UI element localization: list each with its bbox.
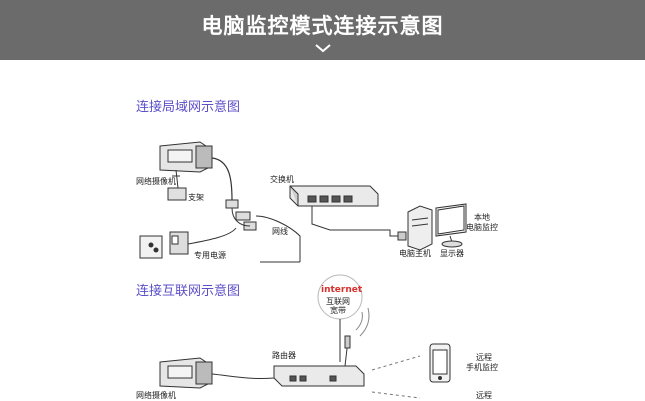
camera-icon-2	[159, 357, 213, 389]
local-label-2: 电脑监控	[466, 223, 498, 232]
remote-label-2: 手机监控	[466, 363, 498, 372]
power-outlet-icon	[139, 235, 163, 259]
wifi-signal-icon	[355, 307, 370, 337]
chevron-down-icon	[315, 44, 331, 53]
page-title: 电脑监控模式连接示意图	[201, 14, 444, 38]
camera-icon	[159, 141, 213, 201]
switch-icon	[289, 185, 379, 207]
bracket-label: 支架	[188, 193, 204, 202]
monitor-label: 显示器	[440, 249, 464, 258]
internet-word: internet	[321, 285, 363, 295]
internet-line3: 宽带	[330, 306, 346, 315]
router-icon	[273, 335, 365, 387]
power-label: 专用电源	[194, 251, 226, 260]
internet-line2: 互联网	[326, 297, 350, 306]
monitor-icon	[435, 203, 467, 248]
router-label: 路由器	[272, 351, 296, 360]
internet-section-title: 连接互联网示意图	[136, 284, 241, 299]
lan-section-title: 连接局域网示意图	[136, 100, 241, 115]
header-banner: 电脑监控模式连接示意图	[0, 0, 645, 60]
remote-label-3: 远程	[476, 391, 492, 400]
remote-label-1: 远程	[476, 353, 492, 362]
phone-icon	[429, 343, 451, 383]
pc-host-label: 电脑主机	[399, 249, 431, 258]
local-label-1: 本地	[474, 213, 490, 222]
lan-camera-label: 网络摄像机	[136, 177, 176, 186]
switch-label: 交换机	[270, 175, 294, 184]
power-adapter-icon	[169, 231, 189, 255]
cable-label: 网线	[272, 227, 288, 236]
computer-tower-icon	[407, 205, 433, 251]
cable-splitter	[225, 199, 257, 231]
internet-camera-label: 网络摄像机	[136, 391, 176, 400]
